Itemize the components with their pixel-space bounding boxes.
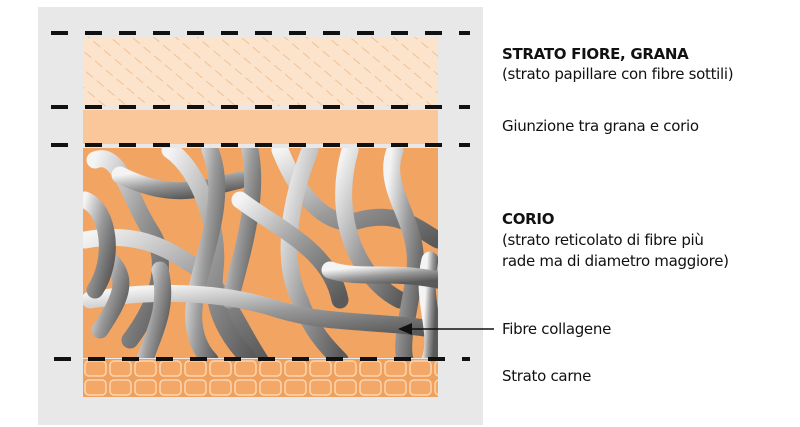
- junction-label: Giunzione tra grana e corio: [502, 117, 699, 135]
- collagen-fibers: [83, 148, 438, 358]
- corium-description-line1: (strato reticolato di fibre più: [502, 231, 704, 249]
- collagen-fibers-label: Fibre collagene: [502, 320, 611, 338]
- junction-layer: [83, 110, 438, 144]
- grain-layer-title: STRATO FIORE, GRANA: [502, 45, 689, 63]
- grain-layer: [83, 37, 438, 106]
- layer-boundary-dashes: [51, 31, 470, 361]
- corium-title: CORIO: [502, 210, 555, 228]
- corium-layer: [83, 148, 438, 358]
- corium-description-line2: rade ma di diametro maggiore): [502, 252, 729, 270]
- flesh-layer-label: Strato carne: [502, 367, 592, 385]
- grain-layer-description: (strato papillare con fibre sottili): [502, 65, 734, 83]
- collagen-arrow: [398, 323, 494, 335]
- flesh-layer: [83, 359, 438, 397]
